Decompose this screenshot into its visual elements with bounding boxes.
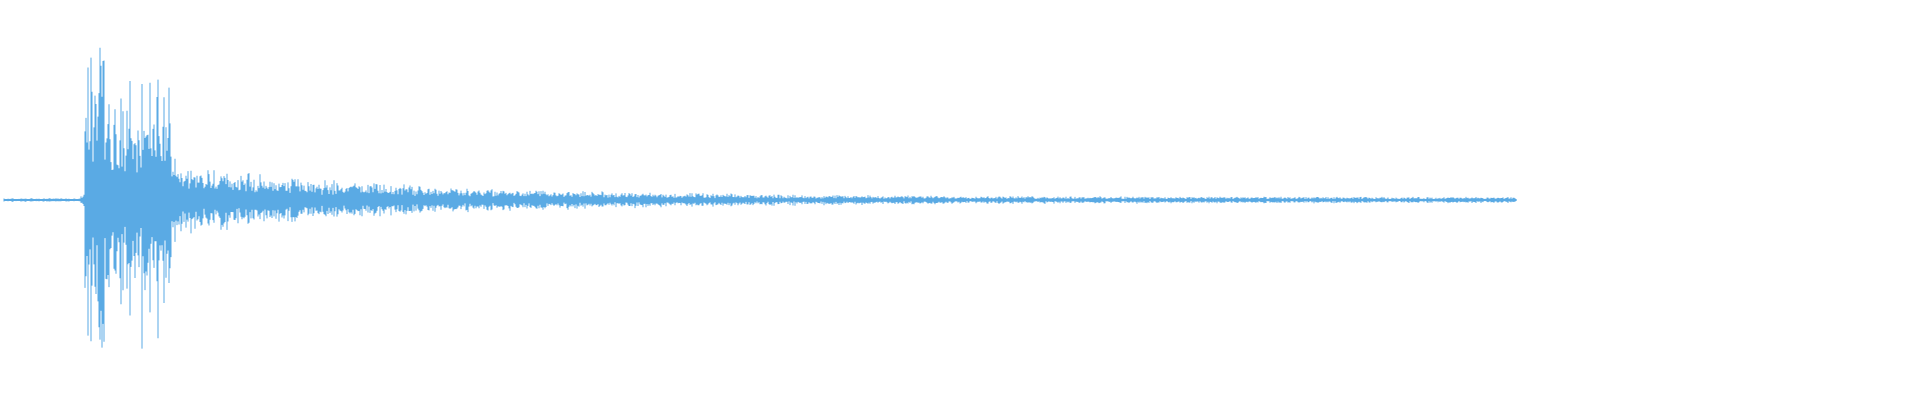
waveform-bars bbox=[3, 47, 1517, 349]
waveform-path bbox=[3, 47, 1517, 349]
